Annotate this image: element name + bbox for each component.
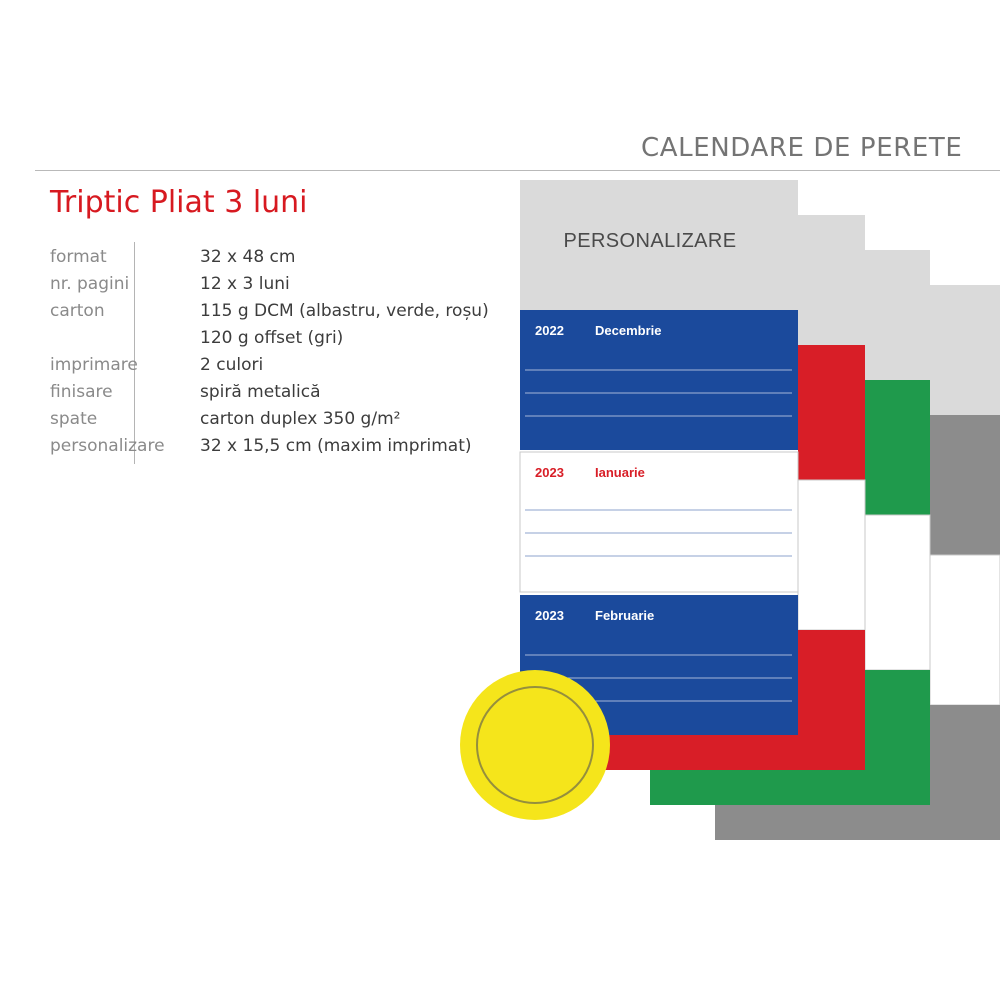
spec-table: format 32 x 48 cm nr. pagini 12 x 3 luni… [50, 244, 520, 460]
spec-row-format: format 32 x 48 cm [50, 244, 520, 271]
spec-value: 32 x 48 cm [200, 247, 296, 267]
front-top-month: Decembrie [595, 323, 662, 338]
spec-value: carton duplex 350 g/m² [200, 409, 401, 429]
front-top-year: 2022 [535, 323, 564, 338]
front-bottom-year: 2023 [535, 608, 564, 623]
spec-row-carton-alt: 120 g offset (gri) [50, 325, 520, 352]
spec-value: 2 culori [200, 355, 264, 375]
spec-value: 120 g offset (gri) [200, 328, 344, 348]
spec-row-carton: carton 115 g DCM (albastru, verde, roșu) [50, 298, 520, 325]
page-header-title: CALENDARE DE PERETE [641, 133, 963, 163]
spec-label: imprimare [50, 355, 138, 375]
spec-value: 32 x 15,5 cm (maxim imprimat) [200, 436, 472, 456]
spec-row-back: spate carton duplex 350 g/m² [50, 406, 520, 433]
spec-value: 12 x 3 luni [200, 274, 290, 294]
spec-value: spiră metalică [200, 382, 321, 402]
spec-row-finish: finisare spiră metalică [50, 379, 520, 406]
header-divider [35, 170, 1000, 171]
front-bottom-month: Februarie [595, 608, 655, 623]
spec-row-personalization: personalizare 32 x 15,5 cm (maxim imprim… [50, 433, 520, 460]
high-quality-badge [460, 670, 610, 820]
spec-row-pages: nr. pagini 12 x 3 luni [50, 271, 520, 298]
product-title: Triptic Pliat 3 luni [50, 185, 308, 220]
personalization-area-label: PERSONALIZARE [563, 230, 737, 252]
spec-label: finisare [50, 382, 113, 402]
calendar-stack-graphic [460, 180, 1000, 840]
spec-row-print: imprimare 2 culori [50, 352, 520, 379]
spec-label: spate [50, 409, 98, 429]
spec-divider [134, 242, 135, 464]
calendar-illustration: PERSONALIZARE 2022 Decembrie 2023 Ianuar… [430, 175, 1000, 845]
spec-label: format [50, 247, 107, 267]
spec-value: 115 g DCM (albastru, verde, roșu) [200, 301, 489, 321]
spec-label: personalizare [50, 436, 165, 456]
front-middle-month: Ianuarie [595, 465, 645, 480]
blue-calendar [519, 180, 799, 735]
front-middle-year: 2023 [535, 465, 564, 480]
spec-label: nr. pagini [50, 274, 130, 294]
spec-label: carton [50, 301, 105, 321]
